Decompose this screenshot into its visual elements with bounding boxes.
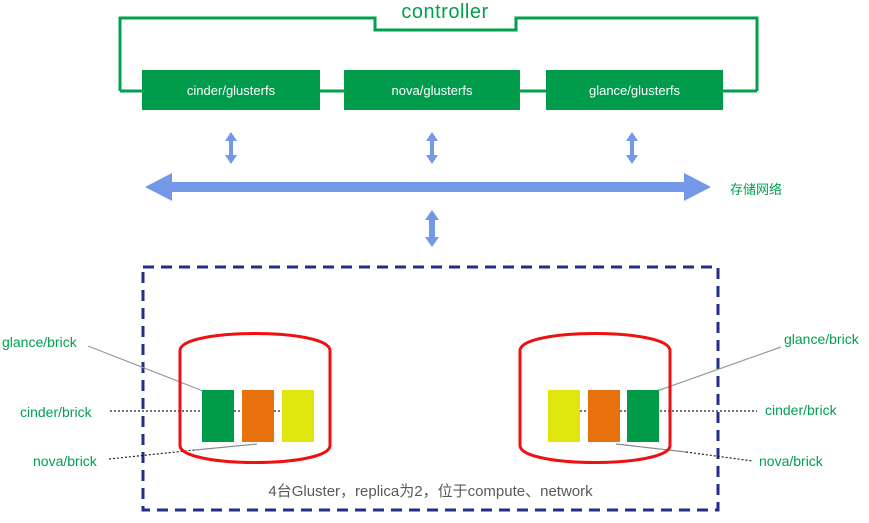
node-cinder-glusterfs: cinder/glusterfs: [142, 70, 320, 110]
vertical-arrow-nova: [426, 132, 438, 164]
brick-right-cinder: [548, 390, 580, 442]
cylinder-right: [518, 332, 672, 464]
brick-left-nova: [242, 390, 274, 442]
node-glance-glusterfs: glance/glusterfs: [546, 70, 723, 110]
label-right-nova-brick: nova/brick: [759, 453, 823, 469]
label-left-nova-brick: nova/brick: [33, 453, 97, 469]
leader-left-nova-solid: [194, 443, 258, 451]
leader-right-nova-solid: [615, 443, 687, 453]
label-right-glance-brick: glance/brick: [784, 331, 859, 347]
leader-left-glance: [87, 345, 204, 392]
vertical-arrow-cluster: [425, 210, 439, 247]
vertical-arrow-glance: [626, 132, 638, 164]
controller-border: [118, 16, 759, 93]
label-left-glance-brick: glance/brick: [2, 334, 77, 350]
leader-right-nova-dotted: [685, 451, 754, 462]
brick-right-nova: [588, 390, 620, 442]
brick-right-glance: [627, 390, 659, 442]
cluster-dashed-border: [141, 265, 720, 512]
node-glance-glusterfs-label: glance/glusterfs: [588, 82, 681, 98]
label-right-cinder-brick: cinder/brick: [765, 402, 837, 418]
leader-left-nova-dotted: [108, 449, 196, 460]
vertical-arrow-cinder: [225, 132, 237, 164]
brick-left-cinder: [282, 390, 314, 442]
node-nova-glusterfs: nova/glusterfs: [344, 70, 520, 110]
leader-right-glance: [656, 346, 782, 392]
label-left-cinder-brick: cinder/brick: [20, 404, 92, 420]
storage-network-arrow: [145, 173, 711, 201]
node-nova-glusterfs-label: nova/glusterfs: [391, 82, 473, 98]
storage-network-label: 存储网络: [730, 182, 783, 197]
node-cinder-glusterfs-label: cinder/glusterfs: [186, 82, 276, 98]
cluster-caption: 4台Gluster，replica为2，位于compute、network: [268, 483, 593, 500]
controller-label: controller: [385, 1, 505, 24]
brick-left-glance: [202, 390, 234, 442]
cylinder-left: [178, 332, 332, 464]
